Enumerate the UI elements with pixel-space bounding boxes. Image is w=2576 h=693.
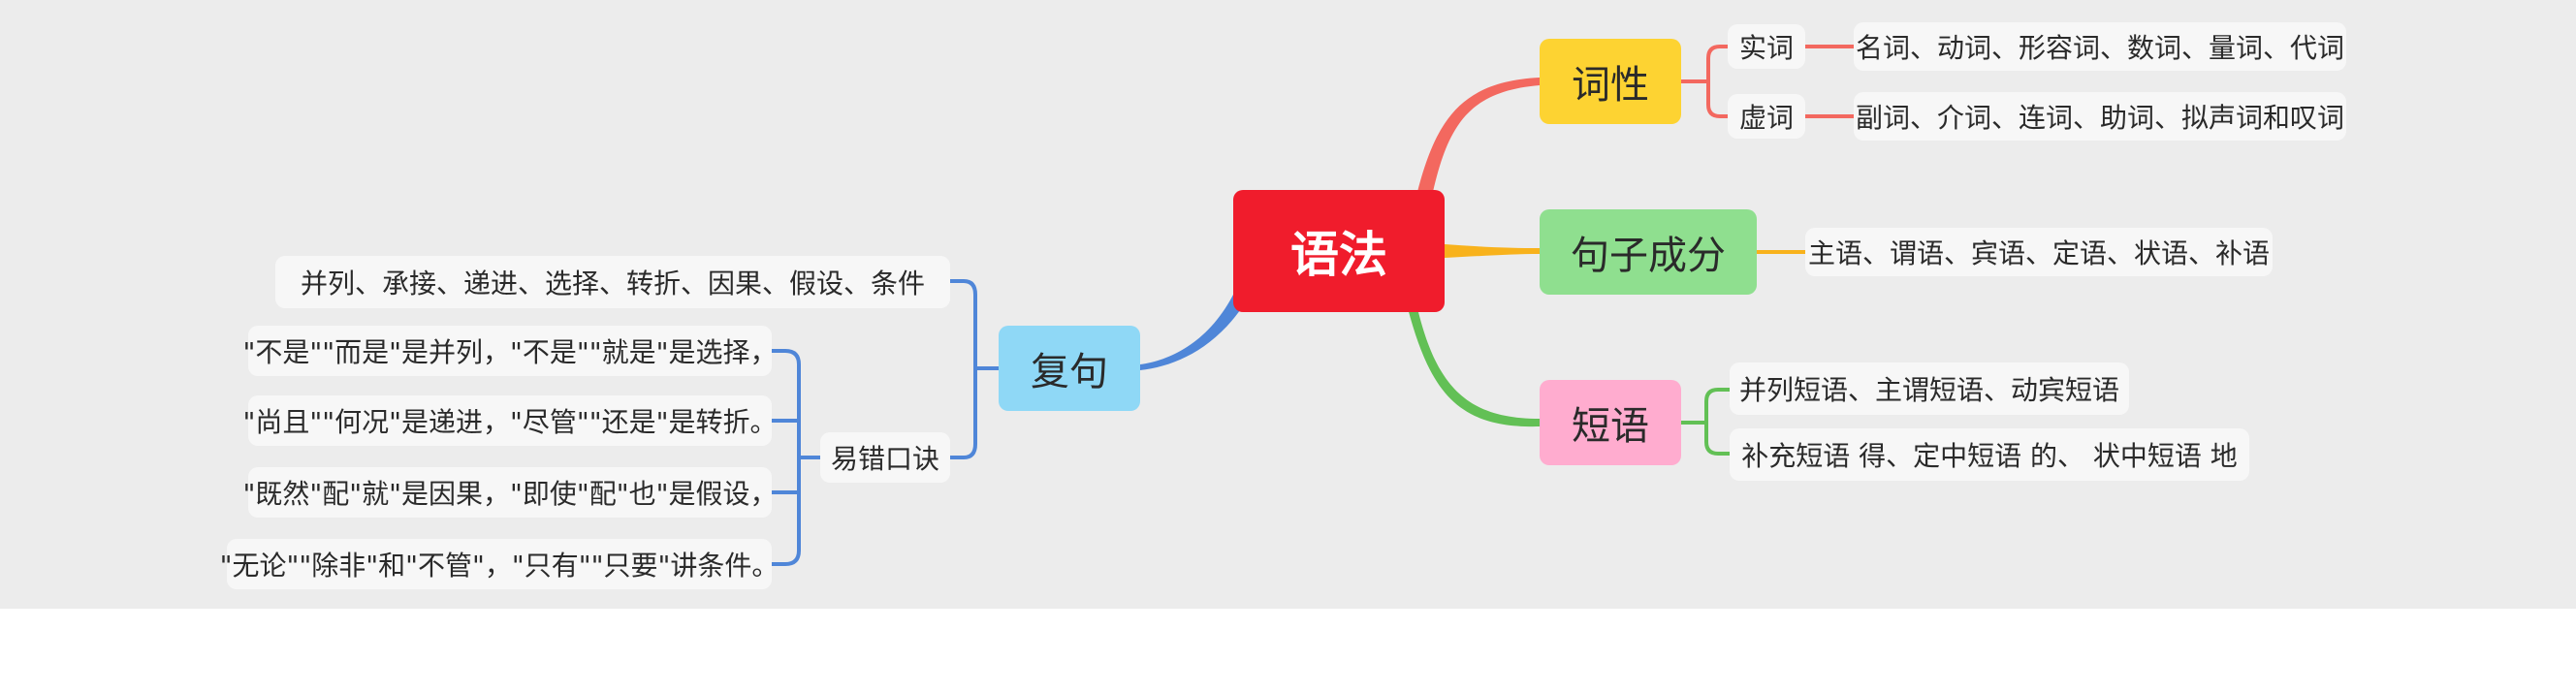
link-fuju-children: [950, 279, 999, 459]
link-duanyu-children: [1681, 388, 1730, 456]
shici-node[interactable]: 实词: [1728, 24, 1805, 69]
mnemonic-line-4: "无论""除非"和"不管"，"只有""只要"讲条件。: [219, 550, 779, 582]
fuju-label: 复句: [1031, 350, 1108, 394]
mnemonic-line-2: "尚且""何况"是递进，"尽管""还是"是转折。: [242, 406, 778, 438]
mnemonic-line-1: "不是""而是"是并列，"不是""就是"是选择，: [242, 336, 778, 368]
mnemonic-line-3-node[interactable]: "既然"配"就"是因果，"即使"配"也"是假设，: [242, 467, 778, 518]
root-node[interactable]: 语法: [1233, 190, 1445, 312]
cixing-label: 词性: [1572, 63, 1649, 108]
root-label: 语法: [1290, 227, 1387, 283]
shici-detail: 名词、动词、形容词、数词、量词、代词: [1855, 32, 2344, 64]
duanyu-child-2-node[interactable]: 补充短语 得、定中短语 的、 状中短语 地: [1730, 428, 2249, 481]
fuju-types-node[interactable]: 并列、承接、递进、选择、转折、因果、假设、条件: [275, 256, 950, 308]
juzi-detail: 主语、谓语、宾语、定语、状语、补语: [1807, 237, 2270, 269]
link-mnemonic-lines: [772, 349, 820, 566]
xuci-detail-node[interactable]: 副词、介词、连词、助词、拟声词和叹词: [1854, 92, 2346, 141]
link-cixing-children: [1681, 45, 1728, 118]
xuci-label: 虚词: [1738, 102, 1794, 134]
juzi-detail-node[interactable]: 主语、谓语、宾语、定语、状语、补语: [1805, 228, 2273, 276]
duanyu-child-1: 并列短语、主谓短语、动宾短语: [1738, 374, 2119, 406]
shici-detail-node[interactable]: 名词、动词、形容词、数词、量词、代词: [1854, 22, 2346, 71]
link-root-fuju: [1140, 295, 1243, 370]
mnemonic-line-3: "既然"配"就"是因果，"即使"配"也"是假设，: [242, 478, 778, 510]
juzi-node[interactable]: 句子成分: [1540, 209, 1757, 295]
xuci-detail: 副词、介词、连词、助词、拟声词和叹词: [1855, 102, 2344, 134]
link-root-juzi: [1445, 244, 1540, 258]
duanyu-child-1-node[interactable]: 并列短语、主谓短语、动宾短语: [1730, 362, 2129, 415]
mnemonic-node[interactable]: 易错口诀: [820, 432, 950, 483]
fuju-node[interactable]: 复句: [999, 326, 1140, 411]
fuju-types: 并列、承接、递进、选择、转折、因果、假设、条件: [300, 268, 925, 299]
duanyu-node[interactable]: 短语: [1540, 380, 1681, 465]
mnemonic-line-2-node[interactable]: "尚且""何况"是递进，"尽管""还是"是转折。: [242, 395, 778, 446]
duanyu-label: 短语: [1572, 404, 1649, 449]
mnemonic-line-4-node[interactable]: "无论""除非"和"不管"，"只有""只要"讲条件。: [220, 539, 779, 589]
link-root-cixing: [1417, 78, 1540, 192]
shici-label: 实词: [1738, 32, 1794, 64]
cixing-node[interactable]: 词性: [1540, 39, 1681, 124]
xuci-node[interactable]: 虚词: [1728, 94, 1805, 139]
mnemonic-label: 易错口诀: [830, 443, 939, 475]
link-root-duanyu: [1408, 308, 1540, 427]
mnemonic-line-1-node[interactable]: "不是""而是"是并列，"不是""就是"是选择，: [242, 326, 778, 376]
duanyu-child-2: 补充短语 得、定中短语 的、 状中短语 地: [1741, 440, 2238, 472]
juzi-label: 句子成分: [1571, 234, 1726, 278]
